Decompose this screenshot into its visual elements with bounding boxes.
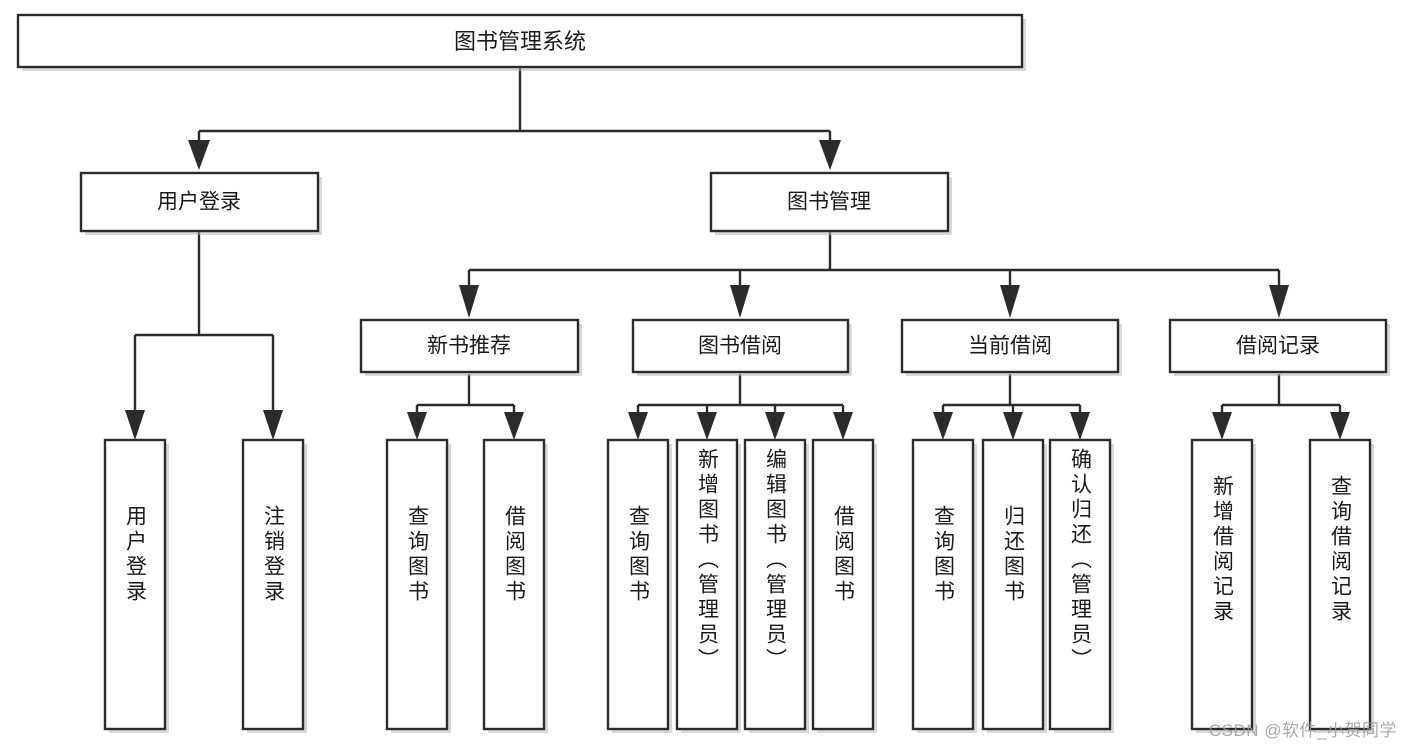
node-book-borrow-rect <box>631 318 850 374</box>
node-borrow-record-label: 借阅记录 <box>1236 335 1320 358</box>
connector-group-user-login <box>125 232 283 440</box>
arrow-bm-to-new-book <box>459 285 479 318</box>
leaf-current-borrow-3[interactable] <box>1048 438 1114 733</box>
leaf-current-borrow-3-rect <box>1048 438 1112 731</box>
leaf-borrow-record-2-rect <box>1308 438 1372 731</box>
node-root[interactable]: 图书管理系统 <box>16 13 1026 71</box>
node-new-book-recommend[interactable]: 新书推荐 <box>359 318 582 376</box>
node-book-borrow[interactable]: 图书借阅 <box>631 318 852 376</box>
node-book-management-label: 图书管理 <box>787 191 871 214</box>
node-root-rect <box>16 13 1024 69</box>
arrow-bm-to-borrow-record <box>1269 285 1289 318</box>
leaf-book-borrow-1-rect <box>606 438 670 731</box>
arrow-cb-leaf-2 <box>1003 412 1023 440</box>
arrow-ul-leaf-1 <box>125 410 145 440</box>
arrow-br-leaf-2 <box>1330 412 1350 440</box>
leaf-book-borrow-2-rect <box>675 438 739 731</box>
leaf-book-borrow-4-rect <box>811 438 875 731</box>
leaf-current-borrow-1-rect <box>911 438 975 731</box>
node-current-borrow-rect <box>900 318 1120 374</box>
arrow-bm-to-current-borrow <box>1000 285 1020 318</box>
connector-group-book-borrow <box>628 374 853 440</box>
node-user-login[interactable]: 用户登录 <box>79 171 322 235</box>
node-user-login-rect <box>79 171 320 233</box>
leaf-book-borrow-4[interactable] <box>811 438 877 733</box>
leaf-current-borrow-2-rect <box>981 438 1045 731</box>
arrow-root-to-book-mgmt <box>819 140 841 170</box>
leaf-user-login-1[interactable] <box>103 438 169 733</box>
arrow-nb-leaf-1 <box>407 412 427 440</box>
node-user-login-label: 用户登录 <box>157 191 241 214</box>
connector-group-new-book <box>407 374 524 440</box>
leaf-borrow-record-2[interactable] <box>1308 438 1374 733</box>
leaf-user-login-2[interactable] <box>241 438 307 733</box>
arrow-bb-leaf-2 <box>697 412 717 440</box>
connector-group-book-mgmt <box>459 232 1289 318</box>
node-book-management[interactable]: 图书管理 <box>709 171 952 235</box>
node-new-book-recommend-label: 新书推荐 <box>427 335 511 358</box>
leaf-new-book-2[interactable] <box>482 438 548 733</box>
leaf-new-book-1-rect <box>385 438 449 731</box>
leaf-current-borrow-2[interactable] <box>981 438 1047 733</box>
leaf-book-borrow-3-rect <box>743 438 807 731</box>
leaf-book-borrow-2[interactable] <box>675 438 741 733</box>
arrow-root-to-user-login <box>188 140 210 170</box>
connector-group-borrow-record <box>1212 374 1350 440</box>
leaf-new-book-1[interactable] <box>385 438 451 733</box>
node-borrow-record[interactable]: 借阅记录 <box>1168 318 1390 376</box>
leaf-current-borrow-1[interactable] <box>911 438 977 733</box>
watermark-text: CSDN @软件_小贺同学 <box>1208 721 1397 740</box>
leaf-new-book-2-rect <box>482 438 546 731</box>
node-book-borrow-label: 图书借阅 <box>698 335 782 358</box>
arrow-nb-leaf-2 <box>504 412 524 440</box>
node-current-borrow-label: 当前借阅 <box>968 335 1052 358</box>
arrow-bb-leaf-3 <box>765 412 785 440</box>
connector-group-root <box>188 67 841 170</box>
arrow-cb-leaf-3 <box>1070 412 1090 440</box>
node-book-management-rect <box>709 171 950 233</box>
arrow-cb-leaf-1 <box>933 412 953 440</box>
arrow-ul-leaf-2 <box>263 410 283 440</box>
arrow-bb-leaf-4 <box>833 412 853 440</box>
leaf-book-borrow-3[interactable] <box>743 438 809 733</box>
leaf-borrow-record-1-rect <box>1190 438 1254 731</box>
node-new-book-recommend-rect <box>359 318 580 374</box>
arrow-br-leaf-1 <box>1212 412 1232 440</box>
arrow-bm-to-book-borrow <box>730 285 750 318</box>
node-current-borrow[interactable]: 当前借阅 <box>900 318 1122 376</box>
leaf-book-borrow-1[interactable] <box>606 438 672 733</box>
connector-group-current-borrow <box>933 374 1090 440</box>
node-borrow-record-rect <box>1168 318 1388 374</box>
arrow-bb-leaf-1 <box>628 412 648 440</box>
leaf-user-login-1-rect <box>103 438 167 731</box>
leaf-borrow-record-1[interactable] <box>1190 438 1256 733</box>
node-root-label: 图书管理系统 <box>454 29 586 54</box>
leaf-user-login-2-rect <box>241 438 305 731</box>
